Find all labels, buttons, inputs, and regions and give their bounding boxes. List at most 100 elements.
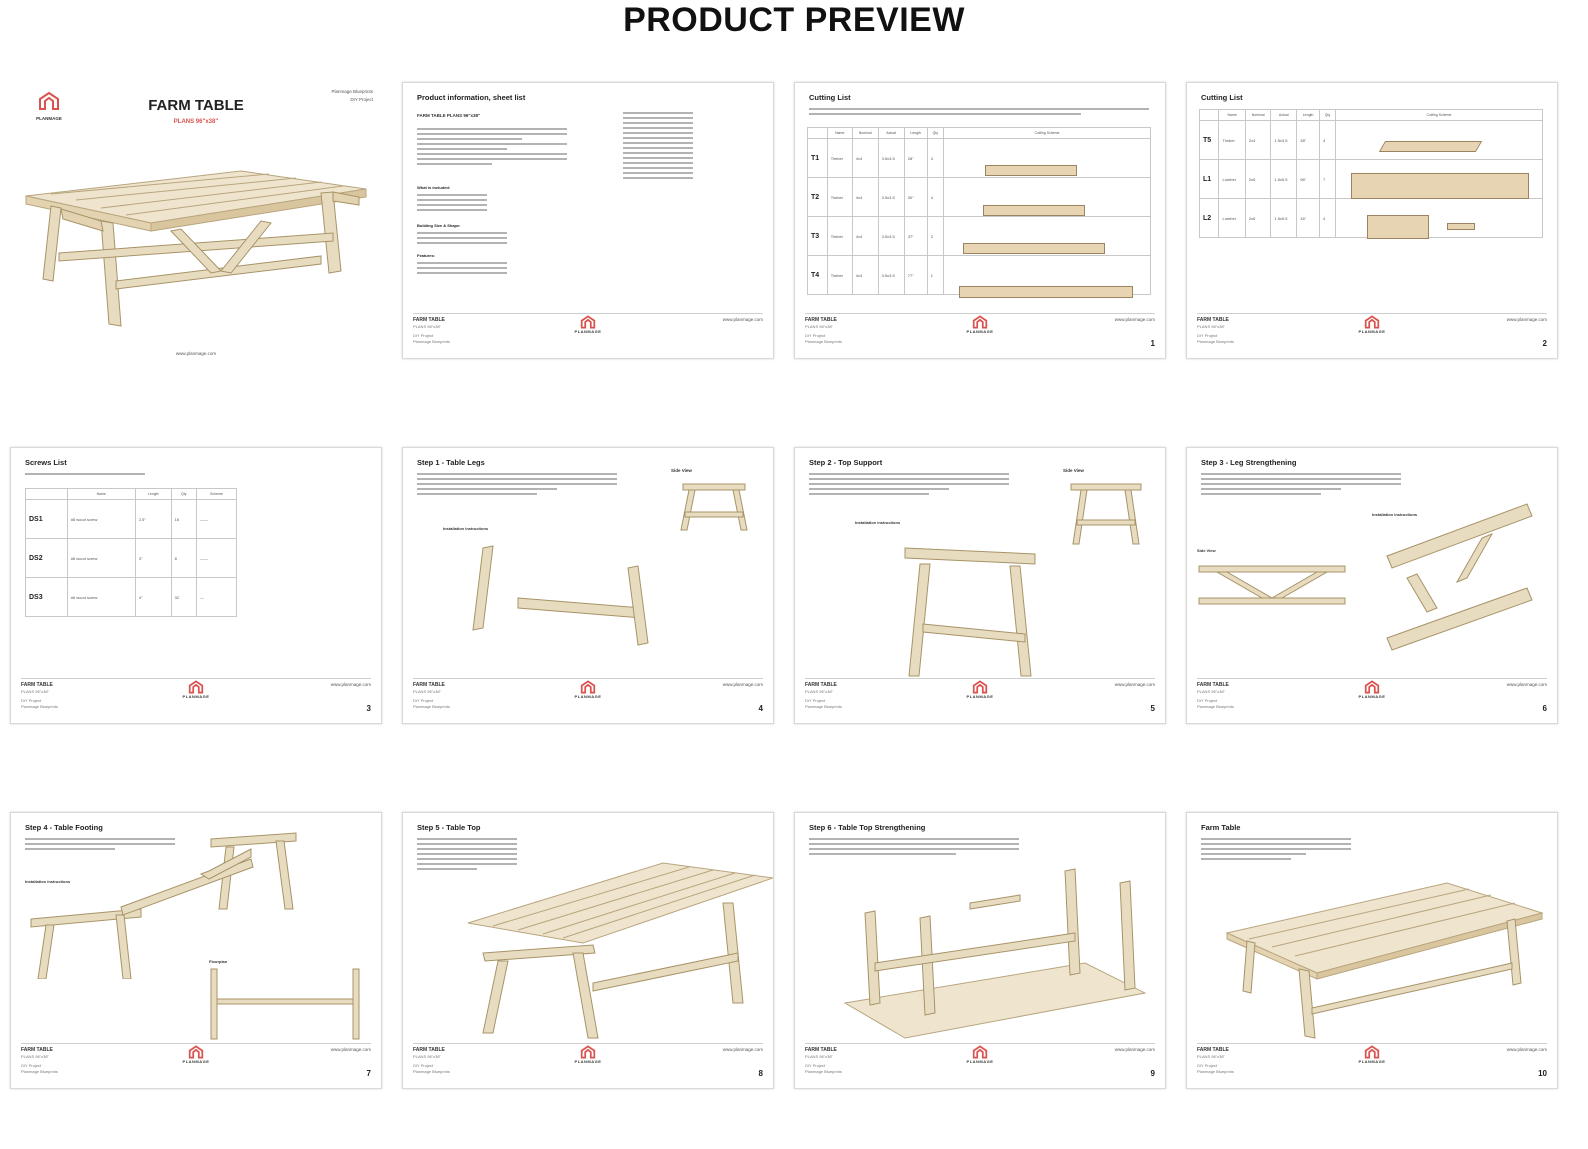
info-label-features: Features: — [417, 253, 436, 258]
page-number: 4 — [758, 704, 763, 713]
cut-board-t4 — [959, 286, 1133, 298]
info-page[interactable]: Product information, sheet list FARM TAB… — [402, 82, 774, 359]
cover-page[interactable]: PLANMAGE FARM TABLE PLANS 96"x38" Planma… — [10, 82, 382, 359]
page-heading: Step 5 - Table Top — [417, 823, 481, 832]
page-number: 7 — [366, 1069, 371, 1078]
step-text — [25, 835, 175, 853]
page-number: 8 — [758, 1069, 763, 1078]
logo-text: PLANMAGE — [36, 116, 62, 121]
cut-board-l1 — [1351, 173, 1529, 199]
step1-page[interactable]: Step 1 - Table Legs Side View Installati… — [402, 447, 774, 724]
installation-label: Installation instructions — [443, 526, 489, 531]
page-number: 5 — [1150, 704, 1155, 713]
step6-drawing — [843, 868, 1147, 1039]
side-view-label: Side View — [671, 468, 692, 473]
cut-board-t3 — [963, 243, 1105, 254]
logo-icon — [1364, 1045, 1380, 1059]
farm-table-illustration — [25, 170, 367, 327]
cut-board-t2 — [983, 205, 1085, 216]
logo-icon — [188, 680, 204, 694]
installation-label: Installation instructions — [855, 520, 901, 525]
page-number: 2 — [1542, 339, 1547, 348]
cover-website: www.planmage.com — [175, 351, 217, 356]
floorplan-drawing — [210, 968, 360, 1040]
info-label-included: What is included: — [417, 185, 451, 190]
footer-logo: PLANMAGE — [571, 680, 605, 699]
page-heading: Step 6 - Table Top Strengthening — [809, 823, 926, 832]
footer-logo: PLANMAGE — [179, 1045, 213, 1064]
step2-page[interactable]: Step 2 - Top Support Side View Installat… — [794, 447, 1166, 724]
cover-publisher: Planmage Blueprints — [331, 89, 373, 94]
footer-logo: PLANMAGE — [571, 315, 605, 334]
cover-subtitle: PLANS 96"x38" — [173, 119, 219, 125]
footer-logo: PLANMAGE — [179, 680, 213, 699]
intro-text — [809, 105, 1149, 118]
info-label-size: Building Size & Shape: — [417, 223, 461, 228]
logo-icon — [580, 1045, 596, 1059]
step-text — [417, 835, 517, 873]
step5-page[interactable]: Step 5 - Table Top FARM TABLE PLANS 96"x… — [402, 812, 774, 1089]
cut-board-l2 — [1367, 215, 1429, 239]
cut-board-t5 — [1378, 141, 1483, 152]
page-number: 3 — [366, 704, 371, 713]
page-number: 9 — [1150, 1069, 1155, 1078]
side-view-drawing — [680, 483, 748, 531]
page-heading: Step 4 - Table Footing — [25, 823, 103, 832]
side-view-label: Side View — [1063, 468, 1084, 473]
page-heading: Step 3 - Leg Strengthening — [1201, 458, 1297, 467]
page-heading: Screws List — [25, 458, 67, 467]
installation-label: Installation instructions — [25, 879, 71, 884]
sheet-list — [623, 109, 693, 182]
page-heading: Product information, sheet list — [417, 93, 526, 102]
step3-page[interactable]: Step 3 - Leg Strengthening Installation … — [1186, 447, 1558, 724]
logo-icon — [1364, 315, 1380, 329]
step-text — [1201, 835, 1351, 863]
floorplan-label: Floorplan — [209, 959, 228, 964]
page-number: 1 — [1150, 339, 1155, 348]
page-footer: FARM TABLE PLANS 96"x38" DIY Project Pla… — [413, 1043, 763, 1078]
logo-icon — [580, 315, 596, 329]
cover-project: DIY Project — [350, 97, 373, 102]
logo-icon — [1364, 680, 1380, 694]
page-footer: FARM TABLE PLANS 96"x38" DIY Project Pla… — [1197, 678, 1547, 713]
step4-page[interactable]: Step 4 - Table Footing Installation inst… — [10, 812, 382, 1089]
cut-board-t1 — [985, 165, 1077, 176]
page-heading: Step 1 - Table Legs — [417, 458, 485, 467]
page-footer: FARM TABLE PLANS 96"x38" DIY Project Pla… — [805, 678, 1155, 713]
intro-text — [25, 470, 145, 478]
page-footer: FARM TABLE PLANS 96"x38" DIY Project Pla… — [413, 313, 763, 348]
page-footer: FARM TABLE PLANS 96"x38" DIY Project Pla… — [1197, 1043, 1547, 1078]
info-included-list — [417, 191, 487, 214]
final-table-drawing — [1225, 882, 1544, 1039]
step3-drawing — [1386, 503, 1533, 651]
page-title: PRODUCT PREVIEW — [623, 1, 965, 39]
page-number: 10 — [1538, 1069, 1547, 1078]
info-features-list — [417, 259, 507, 277]
footer-logo: PLANMAGE — [963, 315, 997, 334]
page-footer: FARM TABLE PLANS 96"x38" DIY Project Pla… — [805, 313, 1155, 348]
step6-page[interactable]: Step 6 - Table Top Strengthening FARM TA… — [794, 812, 1166, 1089]
logo-icon — [39, 91, 59, 110]
page-footer: FARM TABLE PLANS 96"x38" DIY Project Pla… — [1197, 313, 1547, 348]
page-footer: FARM TABLE PLANS 96"x38" DIY Project Pla… — [21, 1043, 371, 1078]
step-text — [417, 470, 617, 498]
logo-icon — [972, 315, 988, 329]
cut-board-l2-side — [1447, 223, 1475, 230]
step-text — [809, 835, 1019, 858]
footer-logo: PLANMAGE — [1355, 315, 1389, 334]
step1-drawing — [472, 545, 649, 646]
brand-logo: PLANMAGE — [29, 91, 69, 121]
page-heading: Farm Table — [1201, 823, 1241, 832]
final-page[interactable]: Farm Table FARM TABLE PLANS 96"x38" DIY … — [1186, 812, 1558, 1089]
step5-drawing — [467, 862, 773, 1039]
info-size-list — [417, 229, 507, 247]
logo-icon — [972, 1045, 988, 1059]
logo-icon — [188, 1045, 204, 1059]
logo-icon — [972, 680, 988, 694]
side-view-drawing — [1070, 483, 1142, 545]
